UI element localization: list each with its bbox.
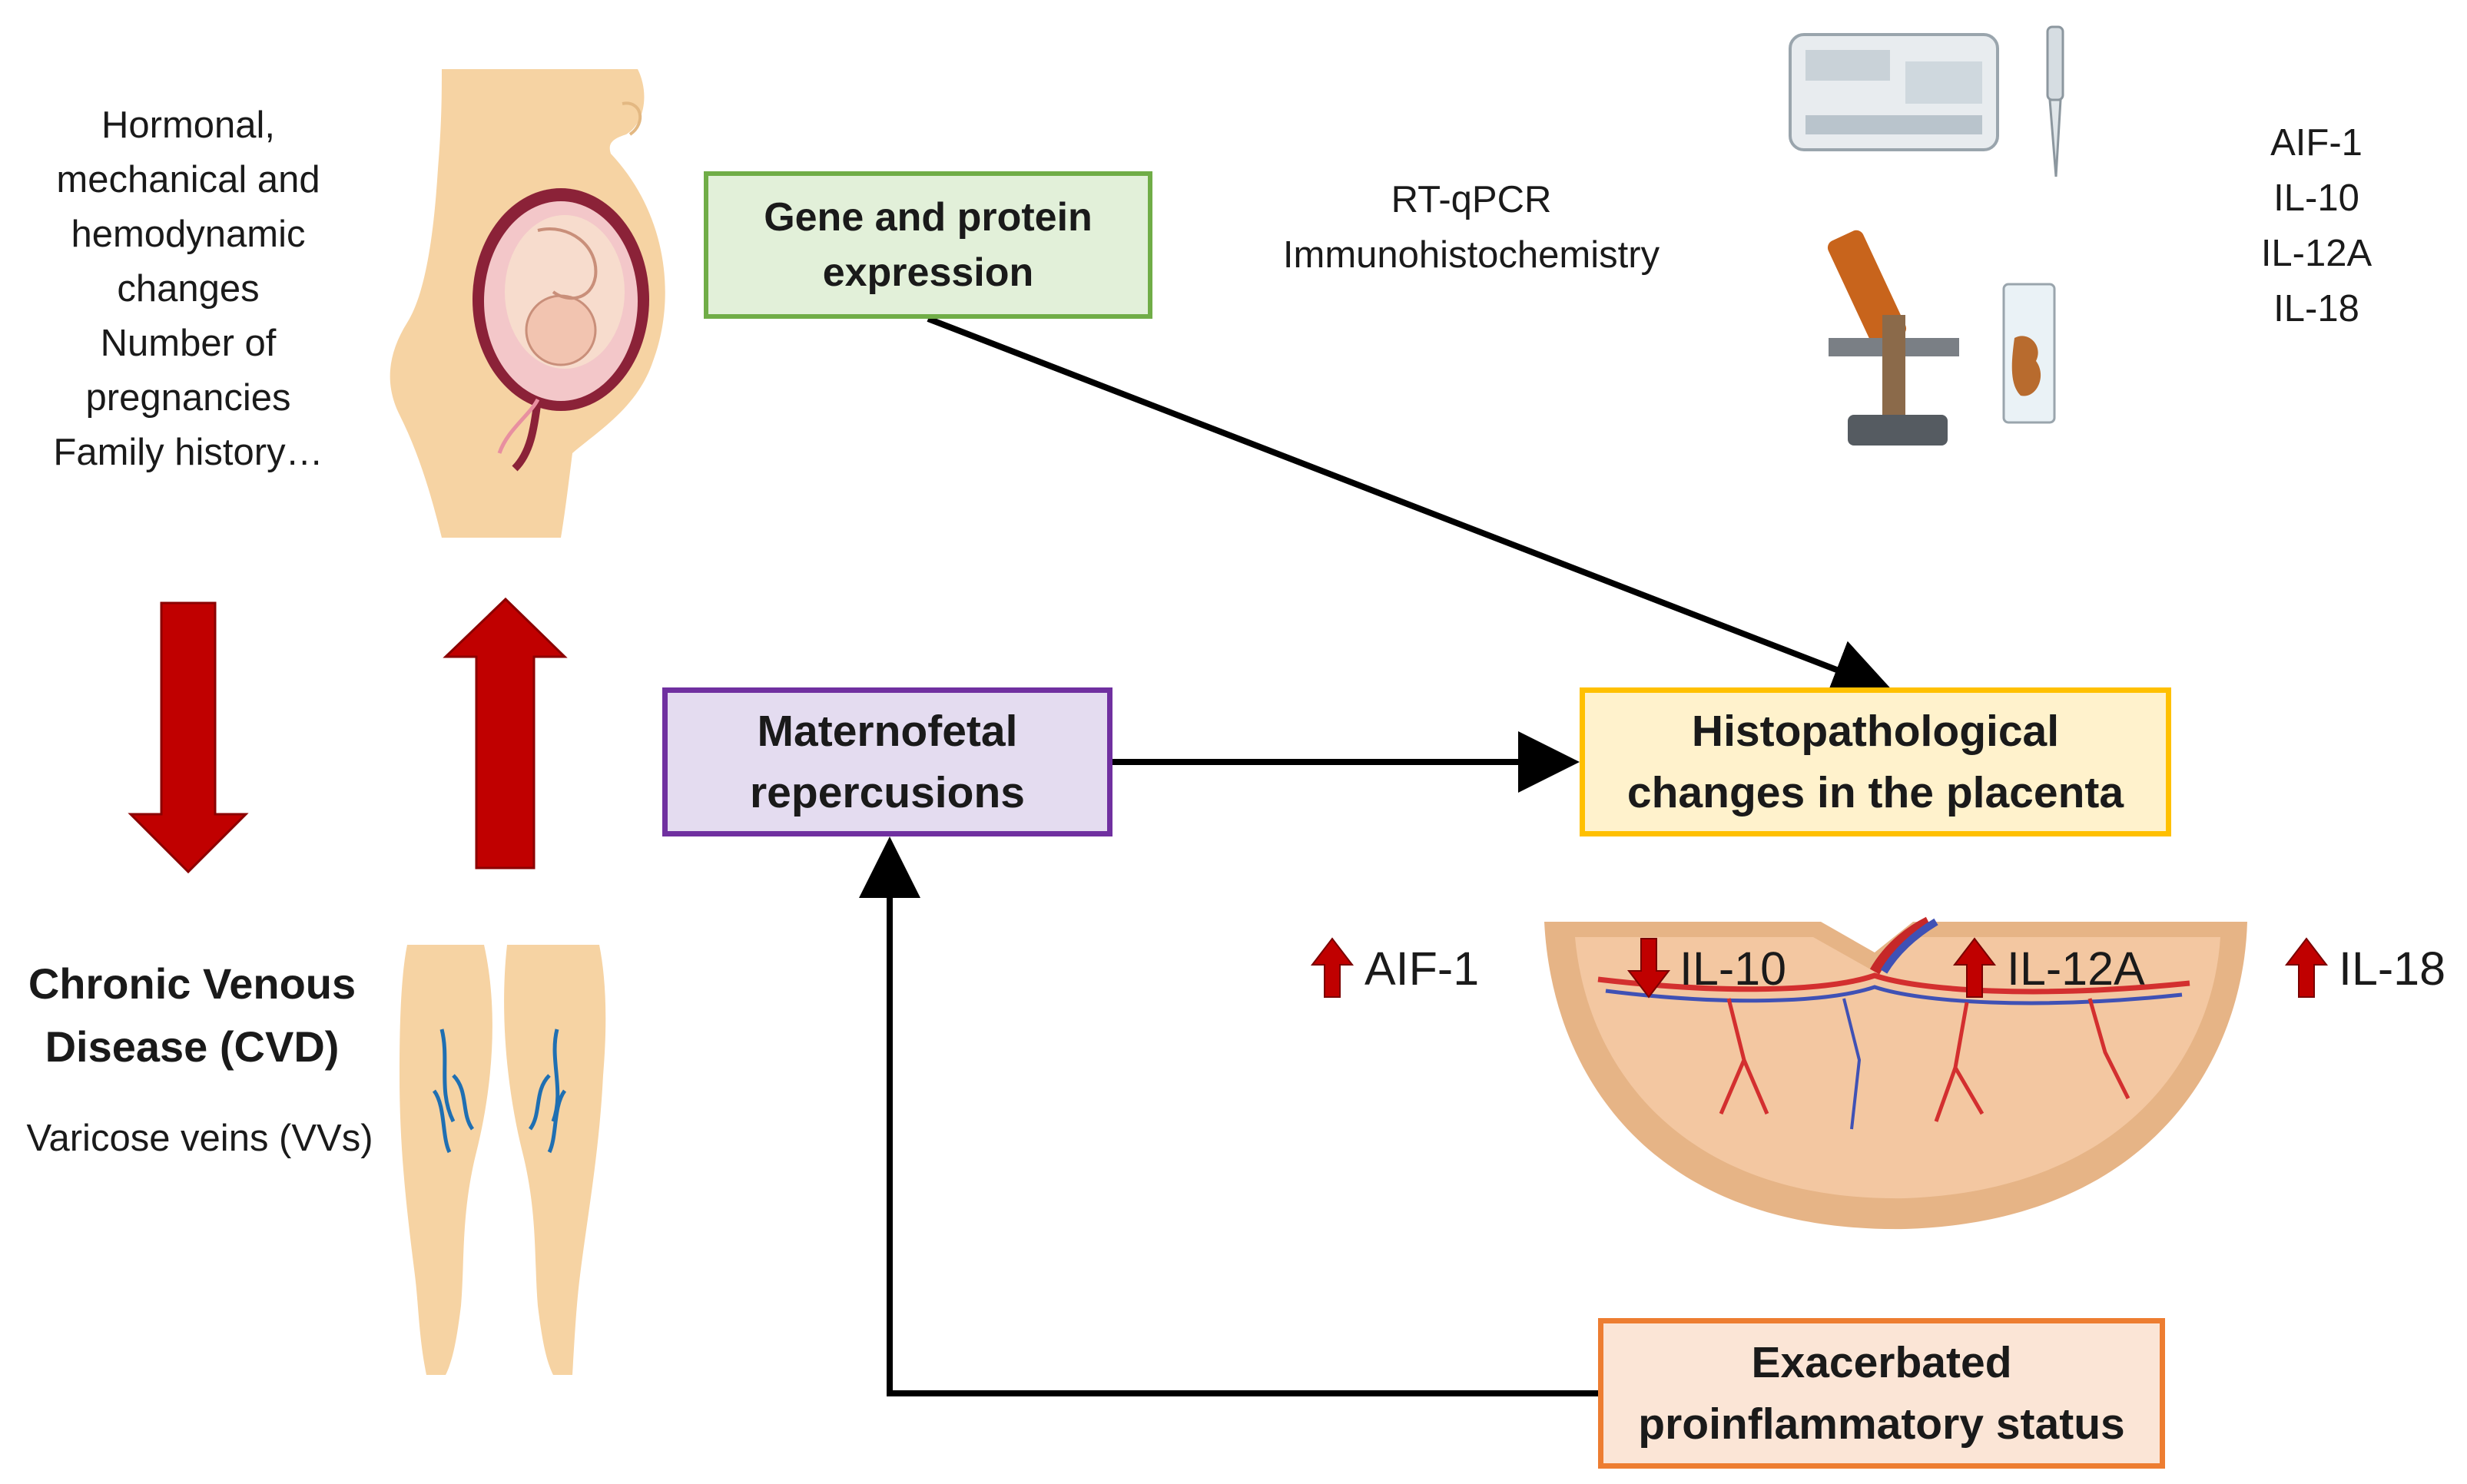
markers-list: AIF-1 IL-10 IL-12A IL-18: [2228, 115, 2405, 336]
risk-factor-line: pregnancies: [85, 377, 291, 419]
marker-change-il18: IL-18: [2339, 942, 2446, 995]
placenta-illustration: [1544, 916, 2247, 1230]
histopathological-label-line: changes in the placenta: [1626, 768, 2124, 817]
marker-change-aif1: AIF-1: [1364, 942, 1480, 995]
cvd-title-line: Chronic Venous: [28, 959, 356, 1008]
marker-change-il12a: IL-12A: [2007, 942, 2145, 995]
risk-factors-text: Hormonal, mechanical and hemodynamic cha…: [23, 98, 353, 480]
cvd-subtitle: Varicose veins (VVs): [26, 1118, 373, 1159]
marker-item: IL-10: [2273, 177, 2359, 219]
cvd-title: Chronic Venous Disease (CVD): [0, 952, 384, 1078]
proinflammatory-label-line: Exacerbated: [1751, 1338, 2012, 1387]
microscope-icon: [1827, 230, 1959, 446]
method-item: Immunohistochemistry: [1282, 234, 1660, 276]
up-arrow-pregnancy: [443, 597, 568, 870]
maternofetal-label-line: Maternofetal: [757, 707, 1018, 756]
maternofetal-label-line: repercusions: [750, 768, 1025, 817]
gene-protein-box: Gene and protein expression: [704, 171, 1152, 319]
connector-exac-to-mat: [859, 836, 1598, 1396]
down-arrow-il10: [1626, 938, 1671, 999]
pregnant-woman-illustration: [390, 69, 665, 538]
maternofetal-box: Maternofetal repercusions: [662, 687, 1112, 836]
proinflammatory-label-line: proinflammatory status: [1638, 1400, 2125, 1449]
up-arrow-il18: [2284, 937, 2329, 998]
proinflammatory-box: Exacerbated proinflammatory status: [1598, 1318, 2165, 1469]
risk-factor-line: Hormonal,: [101, 104, 276, 146]
risk-factor-line: mechanical and: [56, 159, 320, 200]
risk-factor-line: Family history…: [53, 432, 323, 473]
marker-item: IL-12A: [2260, 233, 2372, 274]
histopathological-box: Histopathological changes in the placent…: [1580, 687, 2171, 836]
methods-text: RT-qPCR Immunohistochemistry: [1199, 172, 1744, 283]
gene-protein-label-line: expression: [822, 250, 1034, 295]
legs-varicose-illustration: [400, 945, 606, 1375]
cvd-title-line: Disease (CVD): [45, 1022, 340, 1071]
marker-change-il10: IL-10: [1679, 942, 1787, 995]
risk-factor-line: Number of: [100, 323, 277, 364]
marker-item: IL-18: [2273, 288, 2359, 330]
method-item: RT-qPCR: [1391, 179, 1552, 220]
risk-factor-line: changes: [117, 268, 260, 310]
gene-protein-label-line: Gene and protein: [764, 195, 1093, 240]
slide-icon: [2002, 283, 2056, 424]
up-arrow-aif1: [1310, 937, 1355, 998]
connector-gene-to-histo: [927, 316, 1894, 699]
pipette-icon: [2046, 25, 2064, 177]
up-arrow-il12a: [1952, 937, 1997, 998]
marker-item: AIF-1: [2270, 122, 2363, 164]
pcr-machine-icon: [1789, 33, 1999, 151]
down-arrow-cvd: [128, 601, 249, 874]
histopathological-label-line: Histopathological: [1691, 707, 2060, 756]
risk-factor-line: hemodynamic: [71, 214, 306, 255]
